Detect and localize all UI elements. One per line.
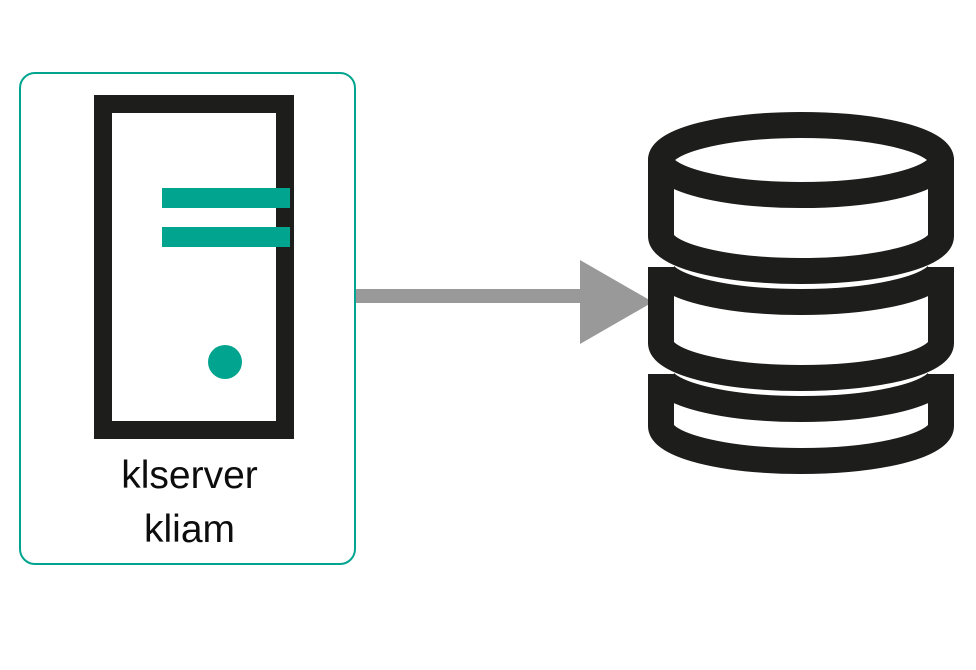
server-power-indicator-icon xyxy=(208,345,242,379)
database-disc-3 xyxy=(648,371,954,474)
server-tower-icon xyxy=(94,95,294,439)
database-disc-1 xyxy=(648,147,954,284)
database-cylinder-icon xyxy=(648,112,954,474)
node-database[interactable] xyxy=(648,112,954,474)
node-label-line-2: kliam xyxy=(143,508,235,551)
server-slot-bar-top xyxy=(162,188,290,208)
node-label-line-1: klserver xyxy=(121,454,258,497)
server-slot-bar-bottom xyxy=(162,227,290,247)
edge-server-to-database[interactable] xyxy=(356,258,656,346)
node-klserver-labels: klserver kliam xyxy=(21,449,358,557)
node-klserver[interactable]: klserver kliam xyxy=(19,72,356,565)
database-disc-2 xyxy=(648,264,954,391)
arrow-shaft xyxy=(356,289,586,303)
database-disc-top-ellipse xyxy=(648,112,954,208)
arrow-head-icon xyxy=(580,260,653,344)
